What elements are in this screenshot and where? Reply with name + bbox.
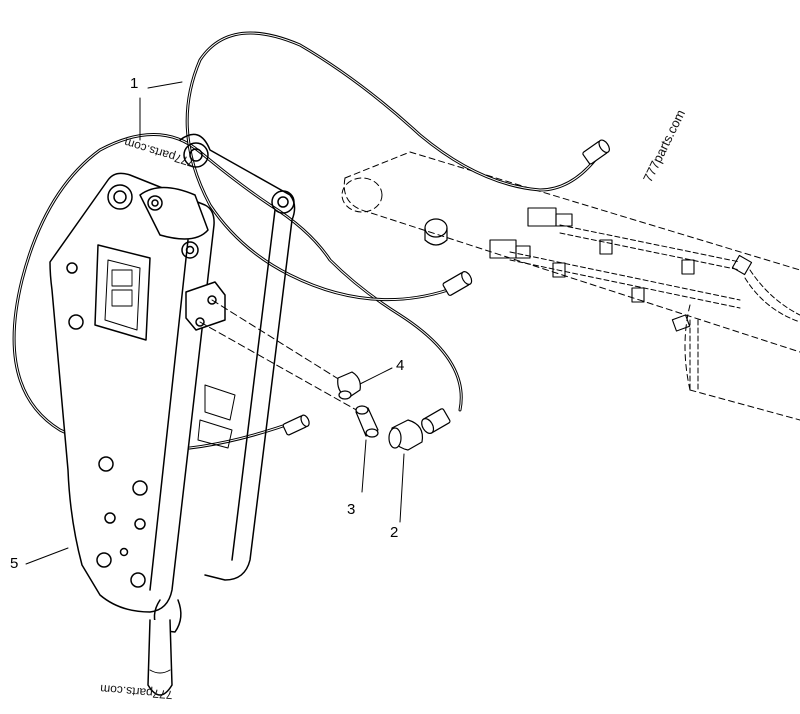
callout-leaders: [25, 81, 405, 565]
boom-arm-dashed: [341, 151, 800, 421]
leader-dash-lines: [199, 299, 361, 413]
callout-3: 3: [347, 501, 356, 518]
boom-pipe-boss: [424, 218, 448, 246]
boom-valve-blocks: [489, 207, 573, 259]
fitting-2-elbow: [388, 419, 424, 451]
callout-5: 5: [10, 555, 19, 572]
hose-end-fittings: [282, 139, 610, 436]
hose-upper-loop: [185, 31, 597, 302]
callout-1: 1: [130, 75, 139, 92]
fitting-4-elbow: [337, 371, 361, 400]
callout-2: 2: [390, 524, 399, 541]
hose-1: [12, 133, 463, 452]
fitting-3-adapter: [355, 405, 379, 438]
callout-4: 4: [396, 357, 405, 374]
breaker-body: [49, 133, 296, 696]
boom-fitting-small: [671, 314, 691, 332]
boom-hydraulic-lines-dashed: [509, 224, 800, 391]
boom-clamps: [552, 239, 753, 303]
